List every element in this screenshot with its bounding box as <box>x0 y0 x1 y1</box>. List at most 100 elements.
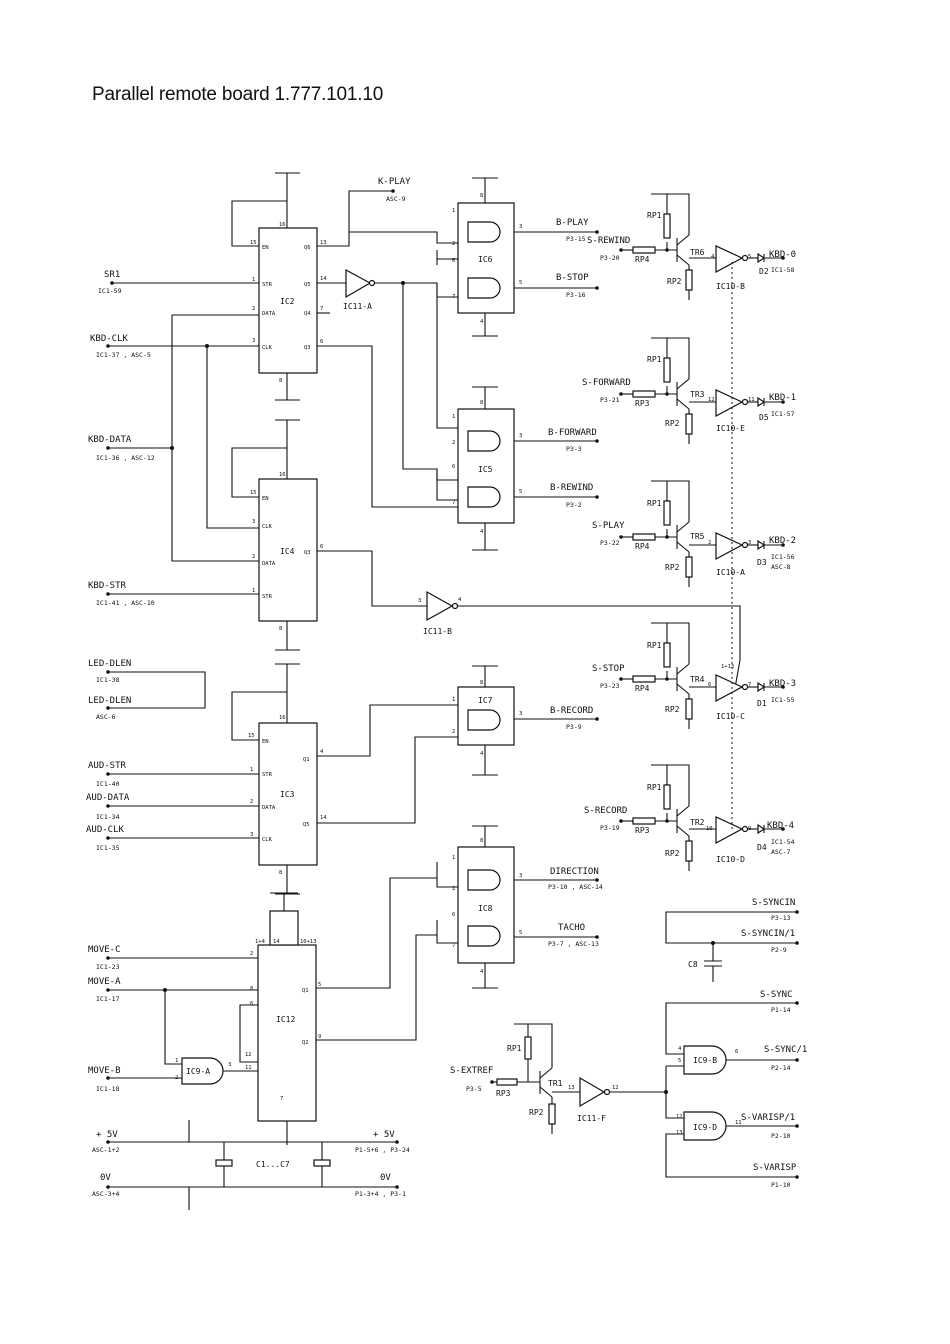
move-c-label: MOVE-C <box>88 945 121 955</box>
s-syncin1-label: S-SYNCIN/1 <box>741 929 795 939</box>
ic2-label: IC2 <box>280 297 295 306</box>
svg-text:P3-13: P3-13 <box>771 914 791 922</box>
svg-text:IC1-56: IC1-56 <box>771 553 795 561</box>
b-record-label: B-RECORD <box>550 706 593 716</box>
stage-kbd-0-inverter-bubble <box>741 254 749 262</box>
stage-kbd-3-transistor-collector <box>676 663 690 675</box>
stage-kbd-4-diode <box>757 823 766 835</box>
stage-kbd-0-rp2-resistor <box>685 269 693 291</box>
stage-kbd-0-transistor-collector <box>676 234 690 246</box>
svg-text:10+13: 10+13 <box>300 939 317 945</box>
stage-kbd-1-rp1-resistor <box>663 357 671 383</box>
stage-kbd-1-inverter-bubble <box>741 398 749 406</box>
svg-text:14: 14 <box>273 939 280 945</box>
svg-text:DATA: DATA <box>262 311 276 317</box>
ic7-optocoupler: 8 4 IC7 1 2 3 B-RECORD P3-9 <box>317 665 599 824</box>
stage-kbd-1-transistor-collector <box>676 378 690 390</box>
svg-text:IC1-57: IC1-57 <box>771 410 795 418</box>
svg-text:0V: 0V <box>100 1173 111 1183</box>
svg-text:RP1: RP1 <box>647 211 662 220</box>
stage-kbd-4-inverter <box>715 816 744 845</box>
stage-kbd-1-wire-collector <box>667 337 690 379</box>
svg-text:1: 1 <box>452 697 455 703</box>
stage-kbd-0-output-terminal <box>781 256 785 260</box>
svg-text:D3: D3 <box>757 558 767 567</box>
move-b-label: MOVE-B <box>88 1066 121 1076</box>
svg-text:8: 8 <box>480 400 483 406</box>
svg-text:P3-20: P3-20 <box>600 254 620 262</box>
svg-text:P3-21: P3-21 <box>600 396 620 404</box>
svg-text:P1-3+4 , P3-1: P1-3+4 , P3-1 <box>355 1190 406 1198</box>
svg-text:IC1-40: IC1-40 <box>96 780 120 788</box>
ic11b-net: 3 4 IC11-B <box>317 550 741 689</box>
stage-kbd-3-wire-collector <box>667 622 690 664</box>
s-syncin-label: S-SYNCIN <box>752 898 795 908</box>
ic2-output-nets: K-PLAY ASC-9 IC11-A <box>317 177 458 508</box>
svg-text:CLK: CLK <box>262 837 273 843</box>
svg-text:5: 5 <box>519 930 522 936</box>
svg-text:8: 8 <box>480 193 483 199</box>
svg-text:IC1-59: IC1-59 <box>98 287 122 295</box>
svg-text:3: 3 <box>252 338 255 344</box>
svg-text:1: 1 <box>175 1058 178 1064</box>
svg-text:DATA: DATA <box>262 805 276 811</box>
svg-text:1: 1 <box>452 855 455 861</box>
stage-kbd-1-transistor-emitter <box>676 398 690 410</box>
svg-text:13: 13 <box>676 1130 683 1136</box>
ic5-optocoupler: 8 4 IC5 1 2 6 7 3 5 B-FORWARD P3-3 B-REW… <box>436 386 599 551</box>
svg-text:1: 1 <box>452 414 455 420</box>
svg-text:RP3: RP3 <box>635 826 650 835</box>
svg-text:RP4: RP4 <box>635 542 650 551</box>
stage-kbd-1-inverter <box>715 389 744 418</box>
svg-text:9: 9 <box>318 1034 321 1040</box>
svg-text:16: 16 <box>279 472 286 478</box>
power-rails: C1...C7 + 5V ASC-1+2 + 5V P1-5+6 , P3-24… <box>92 1120 410 1210</box>
svg-text:IC1-34: IC1-34 <box>96 813 120 821</box>
svg-text:7: 7 <box>452 943 455 949</box>
svg-text:RP4: RP4 <box>635 255 650 264</box>
stage-kbd-1-rp2-resistor <box>685 413 693 435</box>
svg-text:P2-10: P2-10 <box>771 1132 791 1140</box>
svg-text:Q2: Q2 <box>302 1040 309 1046</box>
svg-text:11: 11 <box>748 397 755 403</box>
svg-text:5: 5 <box>519 280 522 286</box>
svg-text:IC1-41 , ASC-10: IC1-41 , ASC-10 <box>96 599 155 607</box>
b-play-label: B-PLAY <box>556 218 589 228</box>
stage-labels: S-REWIND P3-20 TR6 IC10-B KBD-0 IC1-58 D… <box>582 211 796 864</box>
s-sync1-label: S-SYNC/1 <box>764 1045 807 1055</box>
svg-text:13: 13 <box>568 1085 575 1091</box>
svg-text:RP2: RP2 <box>665 705 680 714</box>
svg-text:KBD-2: KBD-2 <box>769 536 796 546</box>
svg-text:TR4: TR4 <box>690 675 705 684</box>
svg-text:P3-22: P3-22 <box>600 539 620 547</box>
svg-text:7: 7 <box>748 682 751 688</box>
tacho-label: TACHO <box>558 923 585 933</box>
svg-text:P2-14: P2-14 <box>771 1064 791 1072</box>
svg-text:6: 6 <box>708 682 711 688</box>
svg-text:ASC-9: ASC-9 <box>386 195 406 203</box>
svg-text:Q3: Q3 <box>304 345 311 351</box>
svg-text:15: 15 <box>250 490 257 496</box>
stage-kbd-3-transistor-emitter <box>676 683 690 695</box>
svg-text:EN: EN <box>262 496 269 502</box>
svg-text:TR1: TR1 <box>548 1079 563 1088</box>
svg-text:RP2: RP2 <box>665 563 680 572</box>
stage-kbd-3-base-resistor <box>632 675 656 683</box>
svg-text:8: 8 <box>250 986 253 992</box>
svg-text:5: 5 <box>748 254 751 260</box>
svg-text:Q5: Q5 <box>303 822 310 828</box>
svg-text:8: 8 <box>480 838 483 844</box>
svg-text:13: 13 <box>320 240 327 246</box>
page-title: Parallel remote board 1.777.101.10 <box>92 84 384 105</box>
svg-text:IC1-35: IC1-35 <box>96 844 120 852</box>
svg-text:3: 3 <box>250 832 253 838</box>
svg-text:KBD-3: KBD-3 <box>769 679 796 689</box>
ic8-optocoupler: 8 4 IC8 1 2 6 7 3 5 DIRECTION P3-10 , AS… <box>316 825 603 1041</box>
ic3-label: IC3 <box>280 790 295 799</box>
ic6-optocoupler: 8 4 IC6 1 2 6 7 3 5 B-PLAY P3-15 B-STOP … <box>452 177 599 337</box>
svg-text:P2-9: P2-9 <box>771 946 787 954</box>
aud-clk-label: AUD-CLK <box>86 825 125 835</box>
svg-text:2: 2 <box>252 554 255 560</box>
svg-text:4: 4 <box>711 254 715 260</box>
